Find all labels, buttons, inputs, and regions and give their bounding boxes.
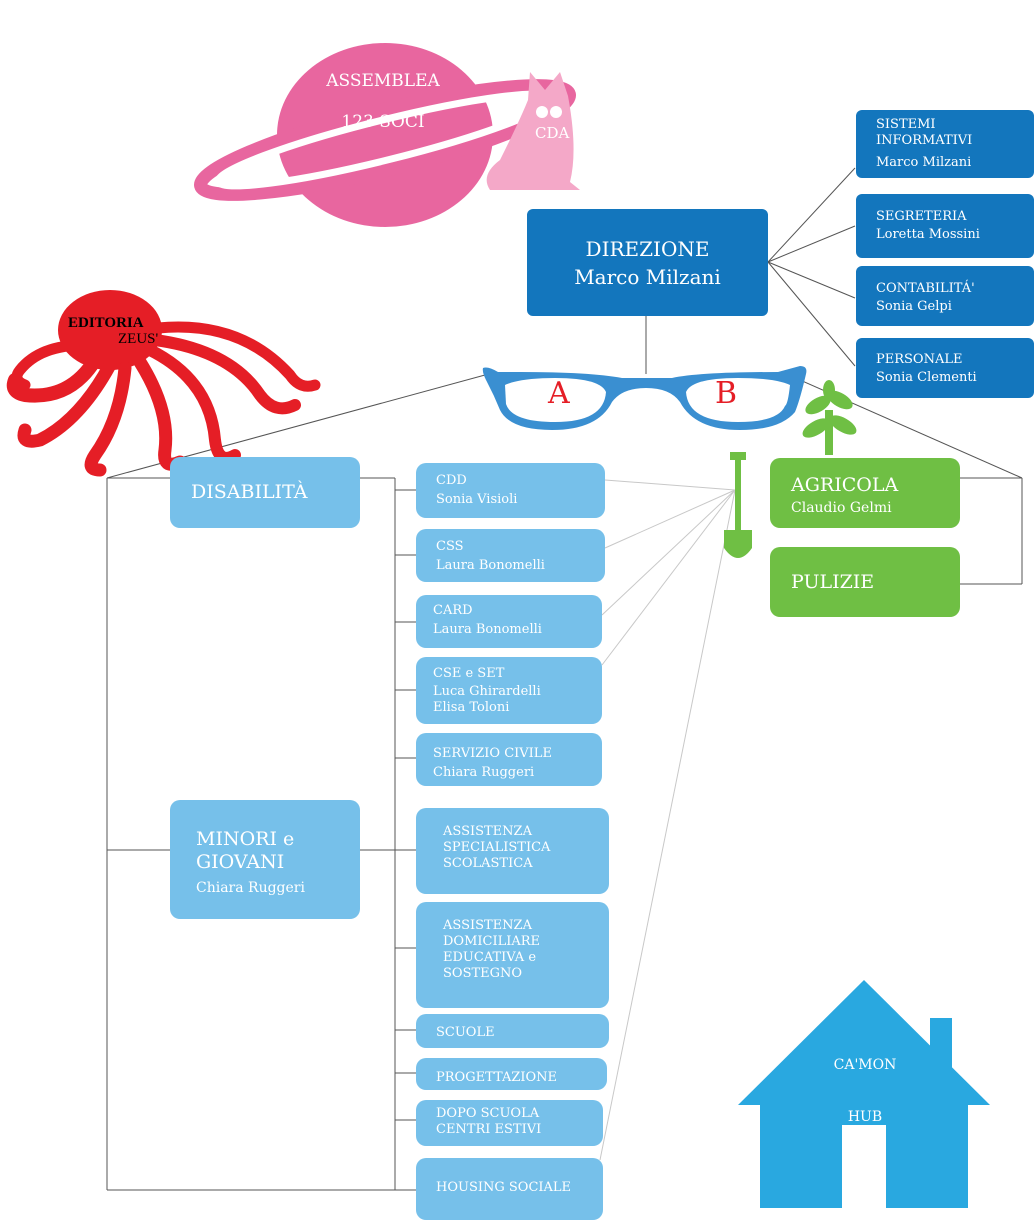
service-box[interactable]: PROGETTAZIONE: [416, 1058, 607, 1090]
service-title: PROGETTAZIONE: [436, 1070, 558, 1085]
staff-box-segreteria[interactable]: SEGRETERIA Loretta Mossini: [856, 194, 1034, 258]
direction-name: Marco Milzani: [574, 265, 721, 289]
service-title: CARD: [433, 603, 473, 618]
editoria-line1: EDITORIA: [68, 315, 144, 331]
direction-title: DIREZIONE: [585, 237, 710, 261]
staff-title: CONTABILITÁ': [876, 281, 975, 296]
agricola-box[interactable]: AGRICOLA Claudio Gelmi: [770, 458, 960, 528]
editoria-label: EDITORIA ZEUS': [68, 315, 159, 348]
area-title: DISABILITÀ: [191, 481, 308, 503]
assembly-line1: ASSEMBLEA: [326, 70, 440, 91]
service-title: ASSISTENZA DOMICILIARE EDUCATIVA e SOSTE…: [443, 918, 541, 981]
owl-icon: [486, 72, 580, 190]
direction-box[interactable]: DIREZIONE Marco Milzani: [527, 209, 768, 316]
staff-name: Loretta Mossini: [876, 227, 980, 242]
service-box[interactable]: ASSISTENZA SPECIALISTICA SCOLASTICA: [416, 808, 609, 894]
service-box[interactable]: DOPO SCUOLA CENTRI ESTIVI: [416, 1100, 603, 1146]
staff-name: Marco Milzani: [876, 155, 972, 170]
area-name: Chiara Ruggeri: [196, 880, 305, 896]
shovel-icon: [724, 452, 752, 558]
staff-title: PERSONALE: [876, 352, 963, 367]
glasses-letter-b: B: [715, 376, 738, 411]
service-title: DOPO SCUOLA CENTRI ESTIVI: [436, 1106, 542, 1137]
assembly-label: ASSEMBLEA 123 SOCI: [318, 50, 448, 154]
area-box-disabilita[interactable]: DISABILITÀ: [170, 457, 360, 528]
staff-box-sistemi[interactable]: SISTEMI INFORMATIVI Marco Milzani: [856, 110, 1034, 178]
staff-title: SEGRETERIA: [876, 209, 967, 224]
glasses-letter-a: A: [548, 376, 570, 411]
service-box[interactable]: CDD Sonia Visioli: [416, 463, 605, 518]
service-title: SCUOLE: [436, 1025, 495, 1040]
hub-label: CA'MON HUB: [820, 1040, 910, 1143]
agricola-name: Claudio Gelmi: [791, 500, 892, 516]
service-box[interactable]: SERVIZIO CIVILE Chiara Ruggeri: [416, 733, 602, 786]
shovel-connectors: [599, 479, 736, 1161]
glasses-icon: [482, 366, 807, 430]
staff-box-contabilita[interactable]: CONTABILITÁ' Sonia Gelpi: [856, 266, 1034, 326]
service-box[interactable]: ASSISTENZA DOMICILIARE EDUCATIVA e SOSTE…: [416, 902, 609, 1008]
service-box[interactable]: CARD Laura Bonomelli: [416, 595, 602, 648]
cda-label: CDA: [535, 124, 570, 142]
service-box[interactable]: HOUSING SOCIALE: [416, 1158, 603, 1220]
service-title: CDD: [436, 473, 467, 488]
plant-icon: [802, 380, 857, 455]
service-box[interactable]: CSS Laura Bonomelli: [416, 529, 605, 582]
service-title: CSE e SET: [433, 666, 505, 681]
service-name: Chiara Ruggeri: [433, 765, 535, 780]
service-title: HOUSING SOCIALE: [436, 1180, 572, 1195]
area-title: MINORI e GIOVANI: [196, 828, 295, 874]
staff-name: Sonia Gelpi: [876, 299, 952, 314]
editoria-line2: ZEUS': [118, 330, 159, 347]
service-name: Laura Bonomelli: [436, 558, 545, 573]
service-name: Laura Bonomelli: [433, 622, 542, 637]
service-box[interactable]: SCUOLE: [416, 1014, 609, 1048]
house-icon: [738, 980, 990, 1208]
service-title: SERVIZIO CIVILE: [433, 746, 552, 761]
service-name: Luca Ghirardelli Elisa Toloni: [433, 684, 541, 715]
hub-line2: HUB: [847, 1109, 883, 1126]
hub-line1: CA'MON: [833, 1057, 897, 1074]
service-name: Sonia Visioli: [436, 492, 518, 507]
assembly-line2: 123 SOCI: [341, 112, 425, 133]
staff-name: Sonia Clementi: [876, 370, 977, 385]
pulizie-box[interactable]: PULIZIE: [770, 547, 960, 617]
pulizie-title: PULIZIE: [791, 571, 875, 593]
octopus-icon: [6, 290, 321, 477]
staff-title: SISTEMI INFORMATIVI: [876, 117, 973, 148]
planet-icon: [194, 43, 576, 227]
service-title: ASSISTENZA SPECIALISTICA SCOLASTICA: [443, 824, 551, 871]
staff-box-personale[interactable]: PERSONALE Sonia Clementi: [856, 338, 1034, 398]
service-box[interactable]: CSE e SET Luca Ghirardelli Elisa Toloni: [416, 657, 602, 724]
area-box-minori[interactable]: MINORI e GIOVANI Chiara Ruggeri: [170, 800, 360, 919]
agricola-title: AGRICOLA: [791, 474, 899, 496]
service-title: CSS: [436, 539, 464, 554]
